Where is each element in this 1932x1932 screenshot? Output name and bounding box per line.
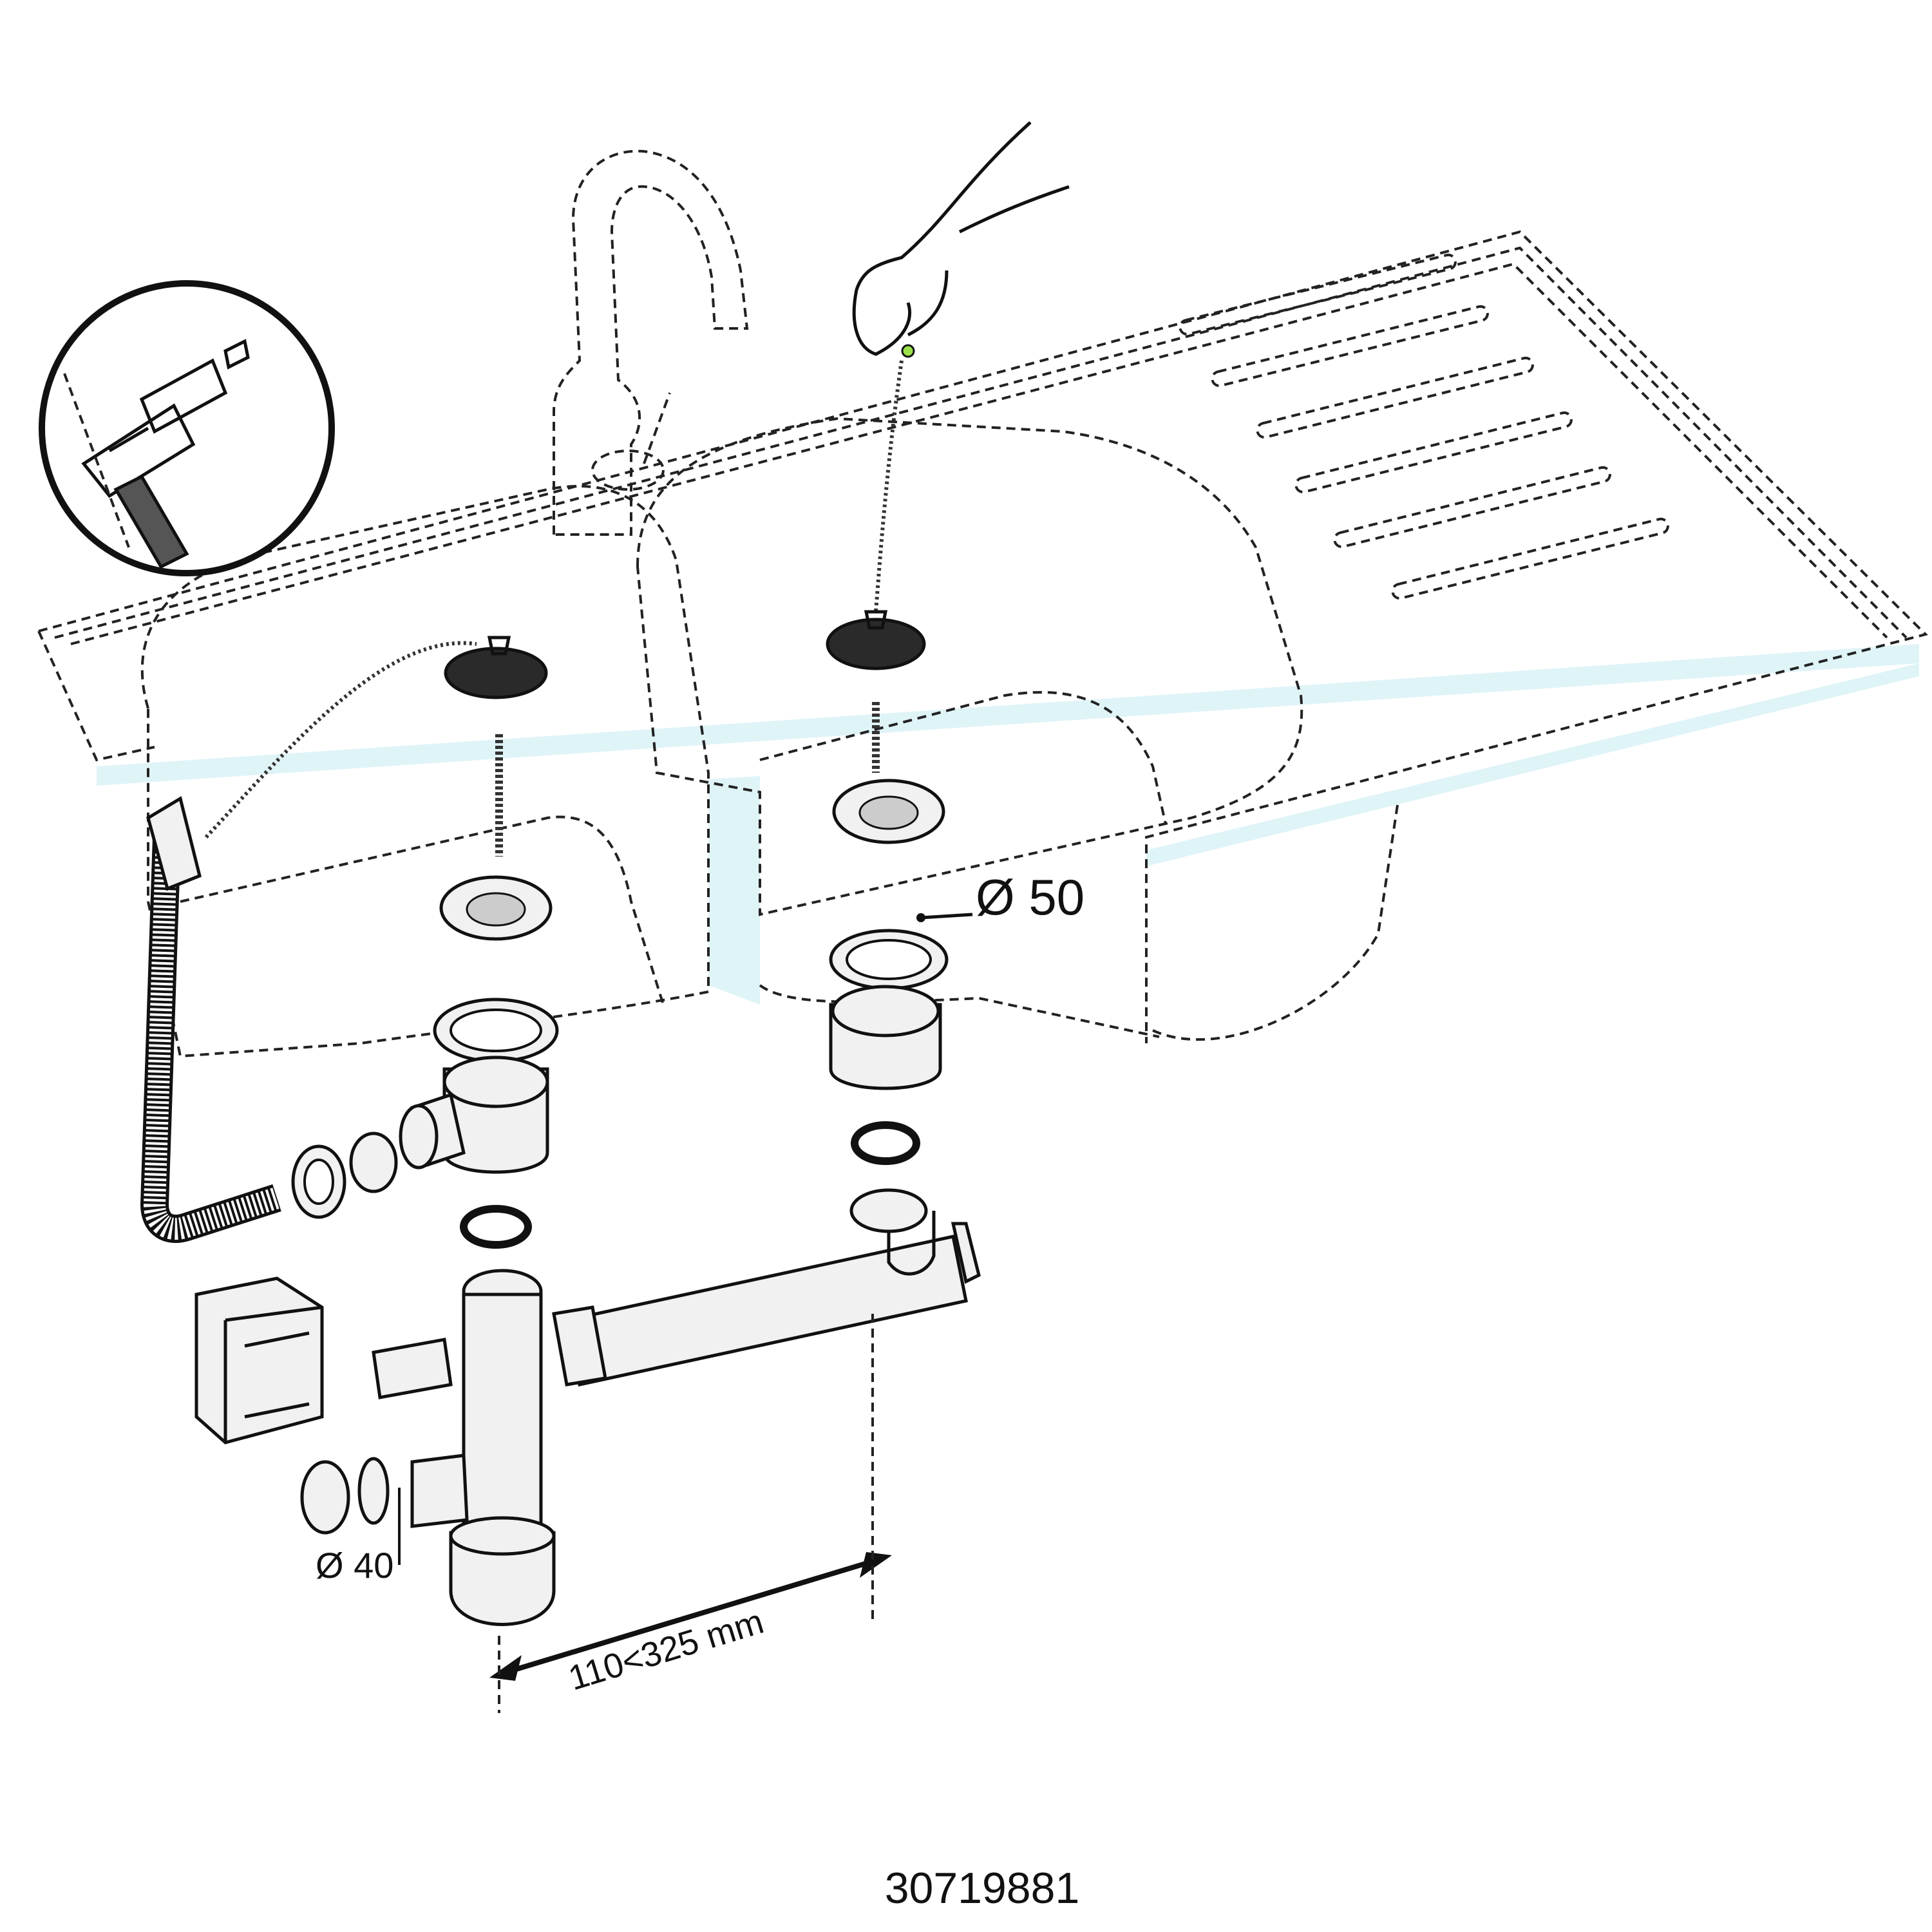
left-plug-chain (204, 641, 477, 839)
left-plug (444, 636, 548, 699)
bottle-trap (372, 1269, 556, 1626)
drainer-grooves (1179, 253, 1669, 600)
waste-diameter-label: Ø 40 (316, 1545, 393, 1586)
left-overflow-nut (291, 1132, 398, 1219)
waste-outlet-nut (300, 1457, 390, 1535)
sink-outline (37, 230, 1928, 1058)
right-waste-body (829, 929, 949, 1090)
washing-machine-icon (194, 1276, 324, 1444)
spacing-range-label: 110<325 mm (564, 1602, 768, 1698)
right-strainer (832, 779, 945, 844)
left-seal-ring (460, 1205, 532, 1249)
connecting-pipe (552, 1188, 981, 1387)
outlet-diameter-leader (920, 913, 973, 920)
article-number: 30719881 (885, 1864, 1080, 1913)
right-plug-chain (874, 360, 904, 612)
left-strainer (439, 875, 553, 941)
detail-magnifier-icon (39, 280, 335, 576)
hand-icon (852, 121, 1070, 358)
overflow-hose (140, 796, 281, 1244)
left-waste-body (399, 998, 559, 1174)
outlet-diameter-label: Ø 50 (976, 869, 1084, 925)
right-seal-ring (851, 1121, 920, 1165)
right-plug (826, 610, 926, 670)
faucet-outline (553, 149, 749, 536)
spacing-dimension (489, 1314, 892, 1713)
